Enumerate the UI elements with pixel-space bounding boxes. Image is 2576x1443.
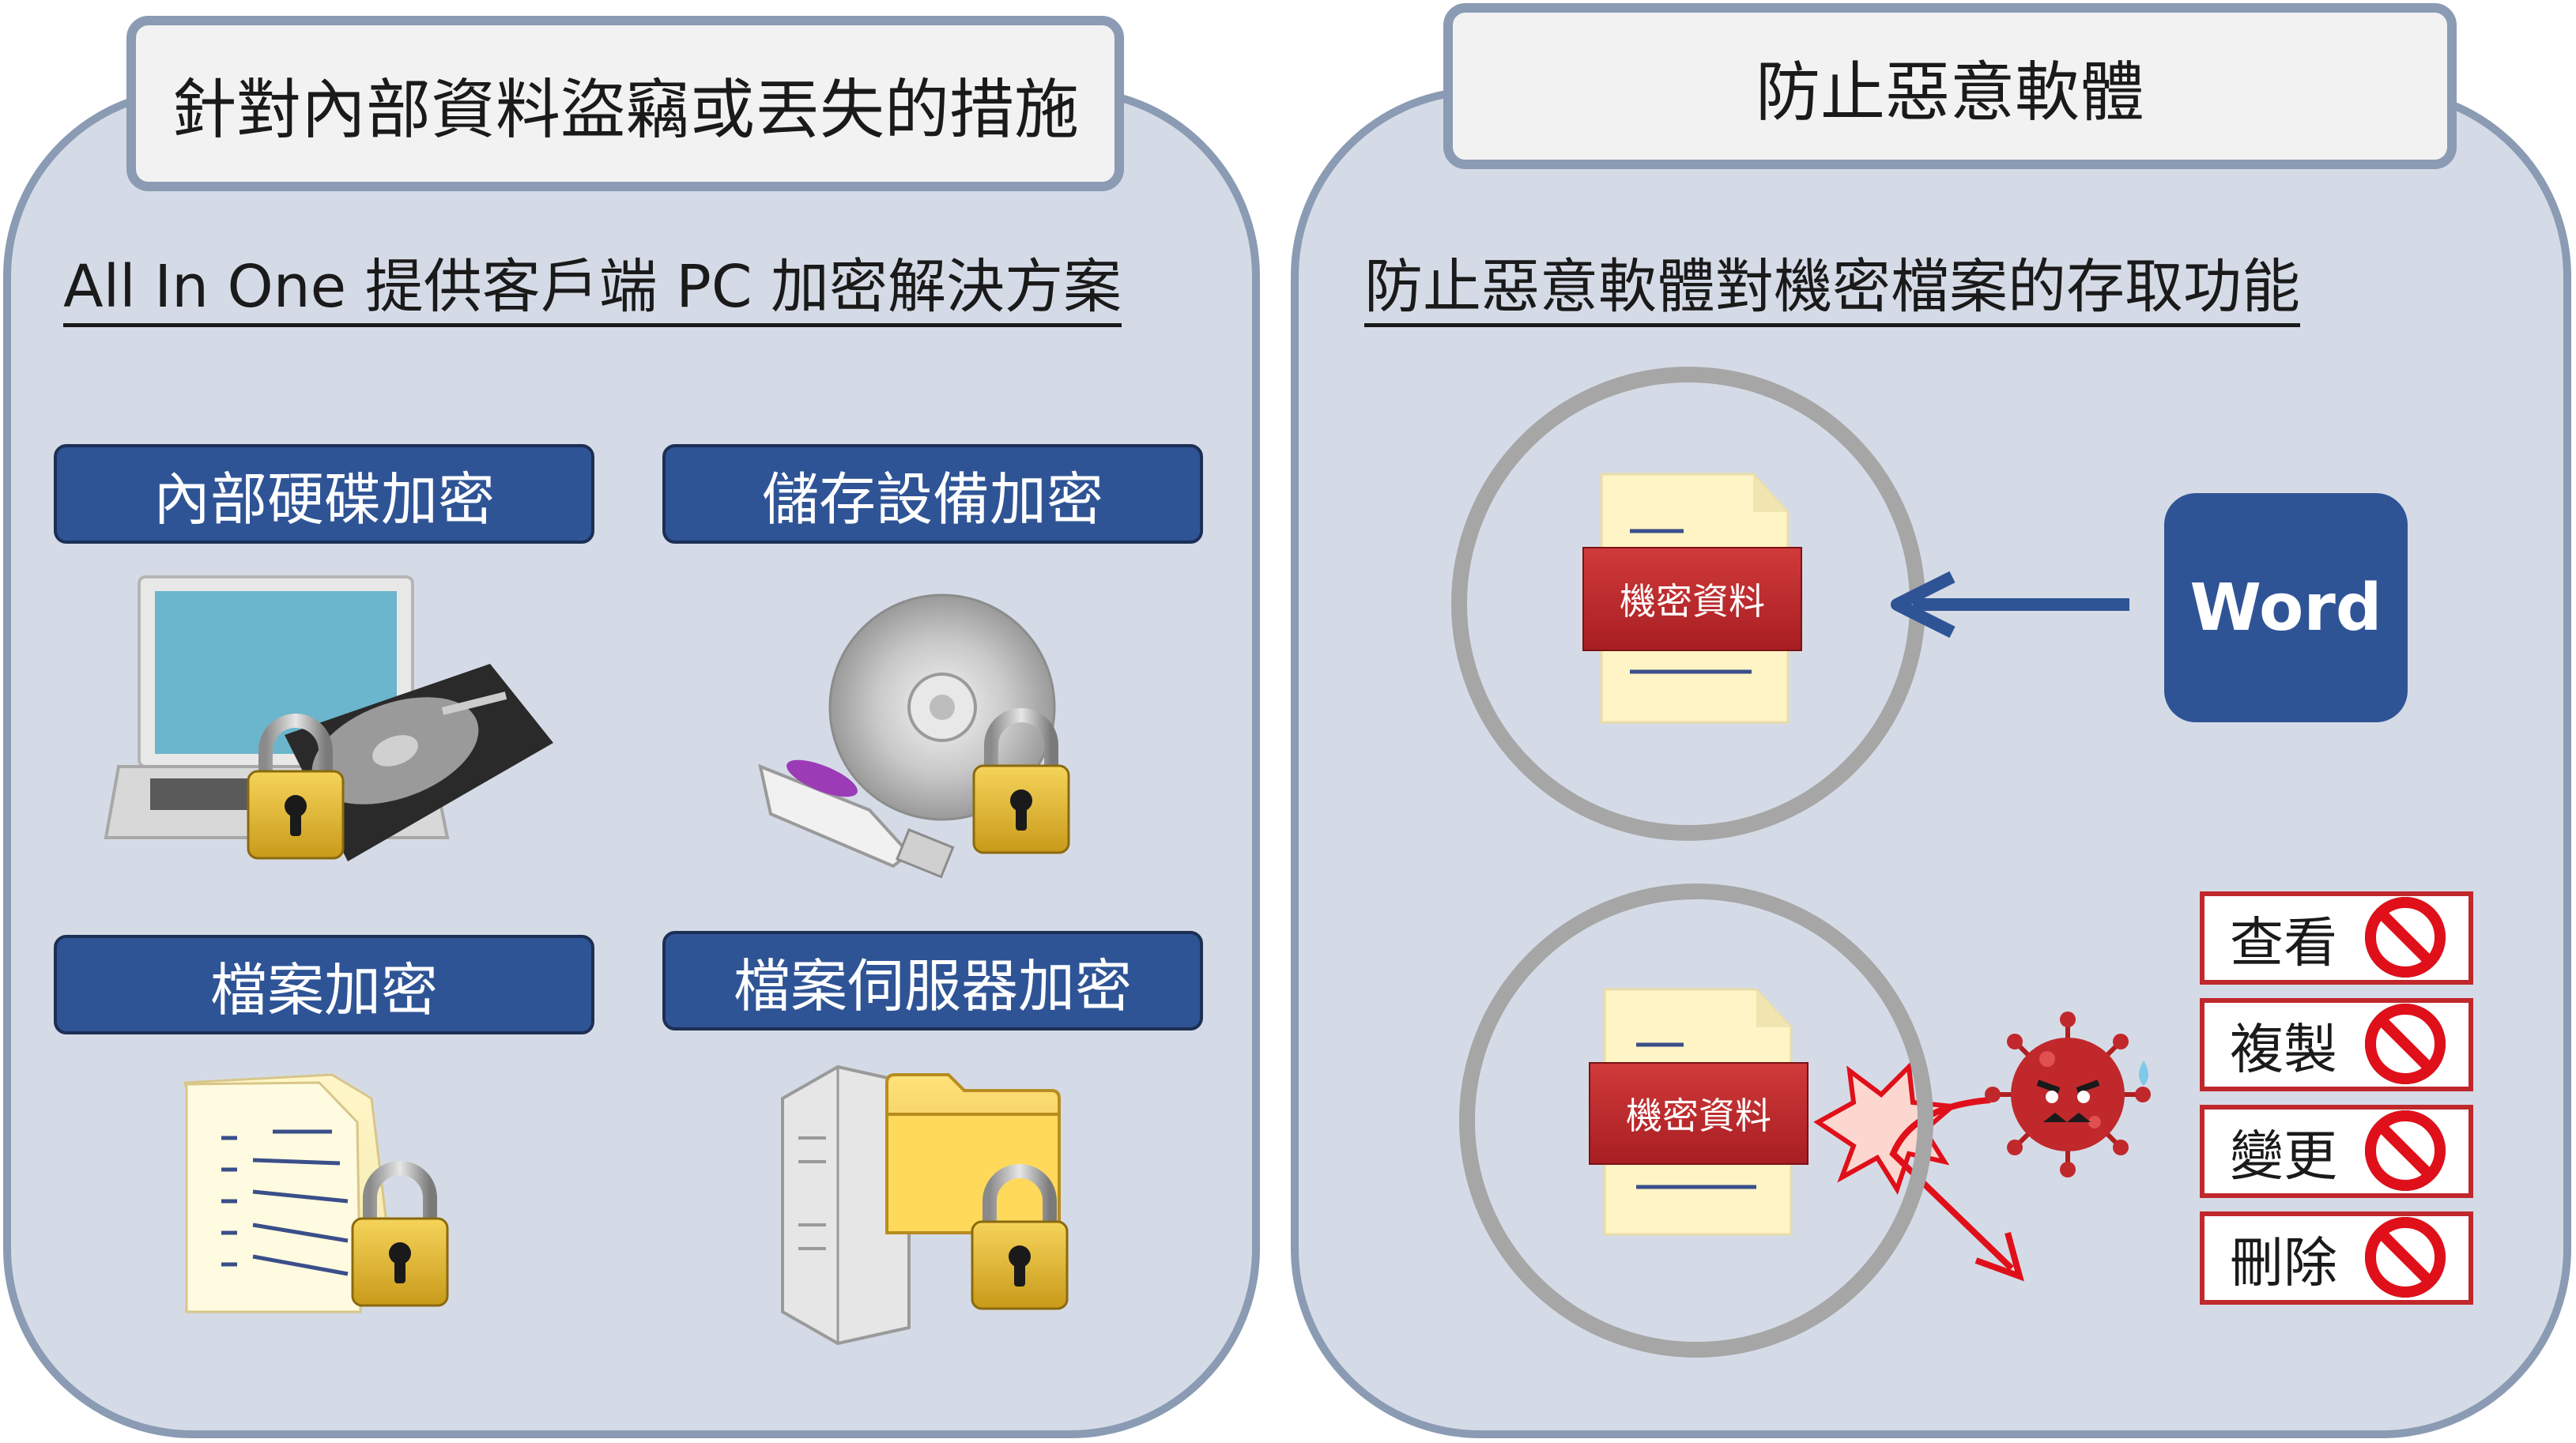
right-panel-title: 防止惡意軟體 [1443, 3, 2457, 169]
virus-icon [1985, 1012, 2151, 1177]
usb-drive-icon [758, 759, 955, 879]
storage-device-encryption-button: 儲存設備加密 [662, 444, 1203, 544]
permission-delete-label: 刪除 [2230, 1232, 2338, 1295]
word-app-icon: Word [2164, 493, 2408, 722]
permission-modify: 變更 [2200, 1105, 2473, 1198]
hard-drive-icon [285, 664, 553, 861]
permission-view: 查看 [2200, 891, 2473, 985]
permission-delete: 刪除 [2200, 1211, 2473, 1305]
folder-icon [885, 1073, 1061, 1234]
permission-copy: 複製 [2200, 998, 2473, 1091]
left-title-text: 針對內部資料盜竊或丟失的措施 [171, 72, 1079, 148]
server-tower-icon [781, 1064, 911, 1346]
permission-view-label: 查看 [2230, 912, 2338, 975]
left-panel-title: 針對內部資料盜竊或丟失的措施 [126, 16, 1124, 191]
permission-copy-label: 複製 [2230, 1019, 2338, 1082]
confidential-data-label-bottom: 機密資料 [1589, 1062, 1808, 1165]
documents-icon [183, 1073, 397, 1313]
file-server-encryption-button: 檔案伺服器加密 [662, 931, 1203, 1030]
permission-modify-label: 變更 [2230, 1125, 2338, 1189]
internal-disk-encryption-button: 內部硬碟加密 [54, 444, 594, 544]
left-subheading: All In One 提供客戶端 PC 加密解決方案 [63, 256, 1122, 327]
right-title-text: 防止惡意軟體 [1755, 55, 2144, 130]
access-arrow-icon [1891, 571, 2129, 639]
file-encryption-button: 檔案加密 [54, 935, 594, 1034]
right-subheading: 防止惡意軟體對機密檔案的存取功能 [1364, 256, 2300, 327]
confidential-data-label: 機密資料 [1582, 547, 1802, 651]
